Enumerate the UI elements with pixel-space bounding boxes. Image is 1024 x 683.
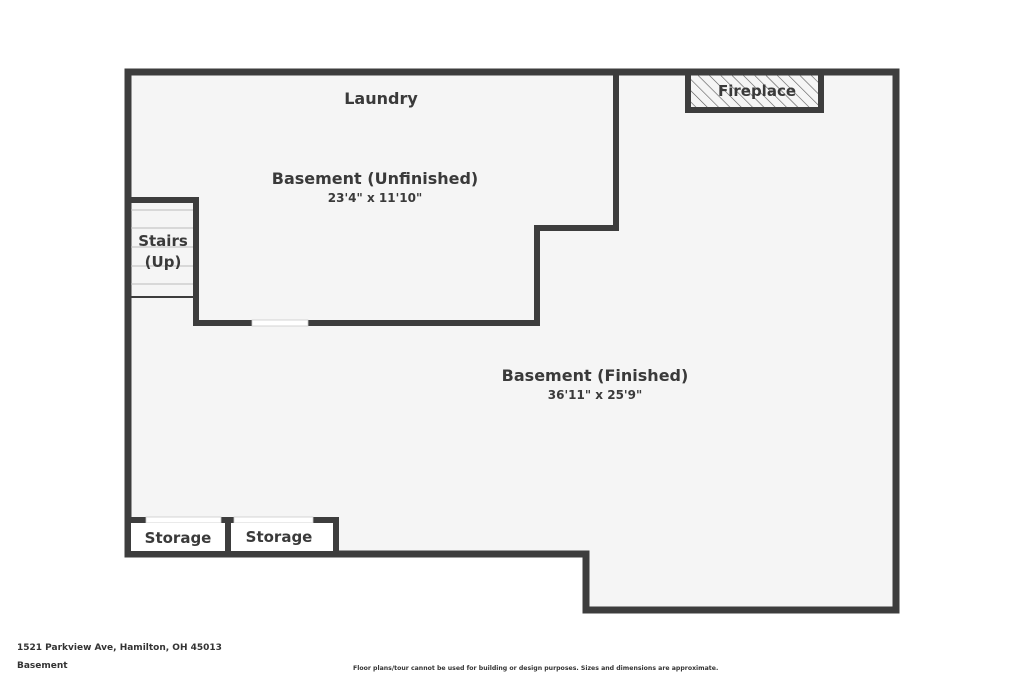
unfinished-room-wall — [308, 72, 619, 326]
stairs-label-line2: (Up) — [145, 253, 182, 271]
storage-left-label: Storage — [145, 529, 212, 547]
storage-left-door[interactable] — [145, 516, 222, 524]
fireplace-hatch — [688, 75, 821, 110]
level-text: Basement — [17, 661, 68, 671]
finished-room-label: Basement (Finished) — [502, 366, 689, 385]
address-text: 1521 Parkview Ave, Hamilton, OH 45013 — [17, 643, 222, 653]
stairs-wall — [128, 197, 199, 326]
storage-right-label: Storage — [246, 528, 313, 546]
storage-right-door[interactable] — [233, 516, 314, 524]
outer-wall — [124, 68, 900, 614]
door-opening[interactable] — [251, 319, 309, 327]
stairs-label-line1: Stairs — [138, 232, 188, 250]
storage-right-floor — [231, 523, 333, 551]
storage-left-floor — [131, 523, 225, 551]
floor-area — [128, 72, 896, 610]
unfinished-room-dims: 23'4" x 11'10" — [328, 191, 422, 205]
laundry-label: Laundry — [344, 89, 418, 108]
disclaimer-text: Floor plans/tour cannot be used for buil… — [353, 665, 719, 672]
fireplace-label: Fireplace — [718, 82, 796, 100]
unfinished-room-label: Basement (Unfinished) — [272, 169, 478, 188]
fireplace-wall — [685, 72, 824, 113]
stairs-treads — [131, 209, 193, 285]
storage-wall-right — [313, 517, 339, 554]
finished-room-dims: 36'11" x 25'9" — [548, 388, 642, 402]
